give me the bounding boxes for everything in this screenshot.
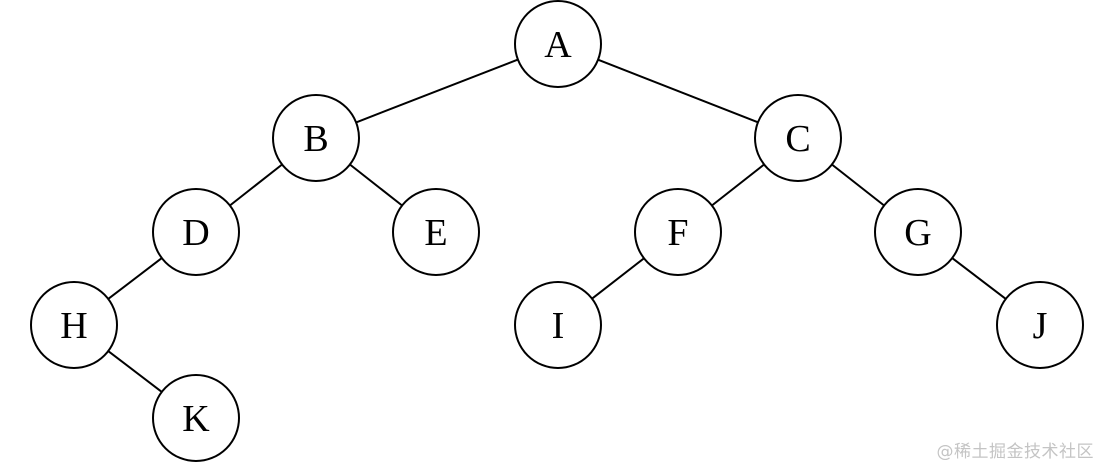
node-circle-e [392, 188, 480, 276]
node-label-h: H [60, 305, 87, 347]
edge-f-i [591, 257, 645, 300]
node-b: B [272, 94, 360, 182]
node-label-e: E [424, 212, 447, 254]
edges-layer [107, 58, 1007, 393]
node-circle-k [152, 374, 240, 462]
node-label-d: D [182, 212, 209, 254]
node-c: C [754, 94, 842, 182]
edge-b-d [229, 163, 283, 207]
node-d: D [152, 188, 240, 276]
node-j: J [996, 281, 1084, 369]
node-circle-a [514, 0, 602, 88]
node-circle-f [634, 188, 722, 276]
node-label-g: G [904, 212, 931, 254]
node-e: E [392, 188, 480, 276]
node-circle-g [874, 188, 962, 276]
watermark: @稀土掘金技术社区 [936, 442, 1094, 462]
node-circle-d [152, 188, 240, 276]
node-circle-j [996, 281, 1084, 369]
node-label-a: A [544, 24, 572, 66]
edge-c-f [711, 163, 765, 207]
edge-a-b [355, 58, 519, 124]
node-label-i: I [552, 305, 565, 347]
edge-c-g [831, 163, 885, 207]
node-circle-c [754, 94, 842, 182]
node-circle-h [30, 281, 118, 369]
edge-b-e [349, 163, 403, 207]
node-circle-b [272, 94, 360, 182]
node-g: G [874, 188, 962, 276]
node-label-b: B [303, 118, 328, 160]
edge-d-h [107, 257, 163, 300]
node-f: F [634, 188, 722, 276]
node-label-f: F [667, 212, 688, 254]
node-h: H [30, 281, 118, 369]
edge-g-j [951, 257, 1007, 300]
node-label-k: K [182, 398, 210, 440]
node-i: I [514, 281, 602, 369]
node-label-j: J [1033, 305, 1048, 347]
edge-h-k [107, 350, 163, 393]
nodes-layer: A B C D E F G H I J K [30, 0, 1084, 462]
node-circle-i [514, 281, 602, 369]
node-a: A [514, 0, 602, 88]
edge-a-c [597, 58, 759, 124]
node-k: K [152, 374, 240, 462]
node-label-c: C [785, 118, 810, 160]
